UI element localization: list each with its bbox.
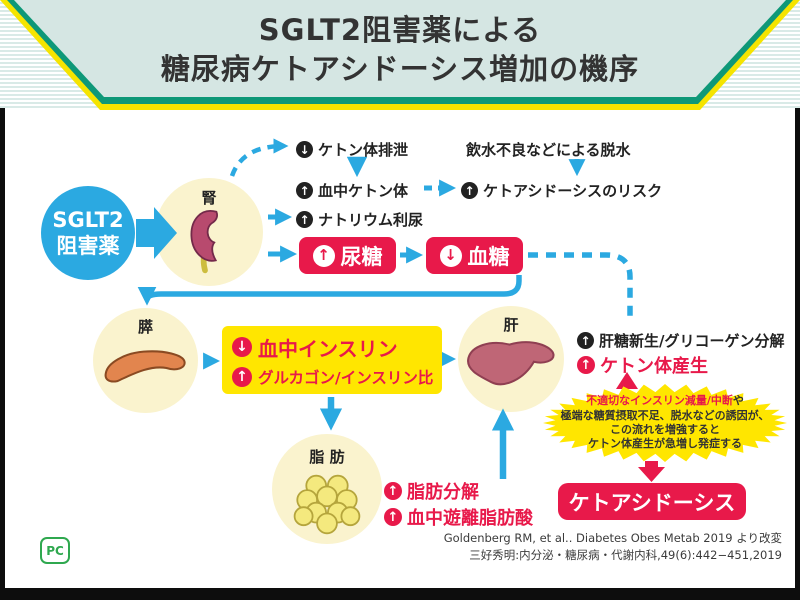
liver-label: 肝: [503, 316, 519, 334]
callout-line-2: 極端な糖質摂取不足、脱水などの誘因が、: [560, 408, 770, 422]
fat-cells-icon: [293, 474, 361, 535]
callout-line-1: 不適切なインスリン減量/中断や: [586, 394, 744, 408]
glucagon-ratio-row: ↑ グルカゴン/インスリン比: [232, 366, 442, 388]
down-arrow-icon: ↓: [232, 337, 252, 357]
blood-ketone-label: 血中ケトン体: [318, 182, 409, 200]
trigger-callout-text: 不適切なインスリン減量/中断や 極端な糖質摂取不足、脱水などの誘因が、 この流れ…: [542, 383, 788, 463]
dehydration-label: 飲水不良などによる脱水: [466, 141, 631, 159]
gluconeogenesis-label: 肝糖新生/グリコーゲン分解: [599, 332, 785, 350]
insulin-effect-box: ↓ 血中インスリン ↑ グルカゴン/インスリン比: [222, 326, 442, 394]
ketogenesis-node: ↑ ケトン体産生: [577, 352, 708, 378]
sglt2-line-1: SGLT2: [52, 207, 124, 232]
dehydration-node: 飲水不良などによる脱水: [466, 139, 631, 160]
blood-glucose-label: 血糖: [467, 244, 510, 269]
gluconeogenesis-node: ↑ 肝糖新生/グリコーゲン分解: [577, 330, 784, 351]
ketoacidosis-label: ケトアシドーシス: [568, 490, 736, 515]
citation-line-1: Goldenberg RM, et al.. Diabetes Obes Met…: [443, 531, 782, 545]
sglt2-inhibitor-node: SGLT2 阻害薬: [41, 186, 135, 280]
fat-label: 脂 肪: [309, 448, 345, 466]
lipolysis-node: ↑ 脂肪分解: [384, 478, 479, 504]
up-arrow-icon: ↑: [461, 182, 478, 199]
dka-risk-node: ↑ ケトアシドーシスのリスク: [461, 180, 662, 201]
pancreas-icon: [104, 350, 186, 383]
up-arrow-icon: ↑: [577, 356, 595, 374]
trigger-callout: 不適切なインスリン減量/中断や 極端な糖質摂取不足、脱水などの誘因が、 この流れ…: [542, 383, 788, 463]
kidney-label: 腎: [201, 189, 217, 207]
callout-line-4: ケトン体産生が急増し発症する: [588, 437, 742, 451]
down-arrow-icon: ↓: [439, 244, 462, 267]
pancreas-node: 膵: [93, 308, 198, 413]
free-fatty-acid-node: ↑ 血中遊離脂肪酸: [384, 504, 533, 530]
citation: Goldenberg RM, et al.. Diabetes Obes Met…: [300, 530, 782, 563]
lipolysis-label: 脂肪分解: [407, 482, 479, 503]
title-line-1: SGLT2阻害薬による: [258, 13, 542, 47]
natriuresis-node: ↑ ナトリウム利尿: [296, 209, 423, 230]
ketone-excretion-label: ケトン体排泄: [318, 141, 409, 159]
up-arrow-icon: ↑: [384, 482, 402, 500]
callout-line-1-tail: や: [732, 394, 744, 408]
page-title: SGLT2阻害薬による 糖尿病ケトアシドーシス増加の機序: [0, 11, 800, 88]
blood-insulin-label: 血中インスリン: [258, 336, 398, 361]
dka-risk-label: ケトアシドーシスのリスク: [483, 182, 663, 200]
citation-line-2: 三好秀明:内分泌・糖尿病・代謝内科,49(6):442−451,2019: [469, 547, 782, 562]
up-arrow-icon: ↑: [296, 182, 313, 199]
up-arrow-icon: ↑: [296, 211, 313, 228]
pancreas-label: 膵: [137, 318, 153, 336]
ketone-excretion-node: ↓ ケトン体排泄: [296, 139, 408, 160]
urine-glucose-label: 尿糖: [340, 244, 383, 269]
pc-logo: PC: [40, 537, 70, 564]
up-arrow-icon: ↑: [577, 332, 594, 349]
title-line-2: 糖尿病ケトアシドーシス増加の機序: [160, 51, 640, 86]
urine-glucose-box: ↑ 尿糖: [299, 237, 396, 274]
blood-glucose-box: ↓ 血糖: [426, 237, 523, 274]
fat-node: 脂 肪: [272, 434, 382, 544]
up-arrow-icon: ↑: [232, 366, 252, 387]
down-arrow-icon: ↓: [296, 141, 313, 158]
up-arrow-icon: ↑: [312, 244, 335, 267]
pc-logo-text: PC: [46, 543, 64, 558]
callout-line-3: この流れを増強すると: [610, 423, 720, 436]
up-arrow-icon: ↑: [384, 508, 402, 526]
natriuresis-label: ナトリウム利尿: [318, 211, 424, 229]
starburst-shape: [543, 384, 787, 462]
callout-line-1-red: 不適切なインスリン減量/中断: [586, 394, 733, 408]
glucagon-ratio-label: グルカゴン/インスリン比: [258, 368, 434, 387]
kidney-icon: [190, 210, 218, 274]
liver-node: 肝: [458, 306, 564, 412]
header-banner: [0, 0, 800, 97]
blood-insulin-row: ↓ 血中インスリン: [232, 333, 442, 362]
liver-icon: [467, 341, 555, 386]
sglt2-line-2: 阻害薬: [56, 234, 120, 258]
free-fatty-acid-label: 血中遊離脂肪酸: [407, 508, 533, 529]
ketogenesis-label: ケトン体産生: [600, 356, 708, 377]
ketoacidosis-box: ケトアシドーシス: [558, 483, 746, 520]
kidney-node: 腎: [155, 178, 263, 286]
blood-ketone-node: ↑ 血中ケトン体: [296, 180, 408, 201]
